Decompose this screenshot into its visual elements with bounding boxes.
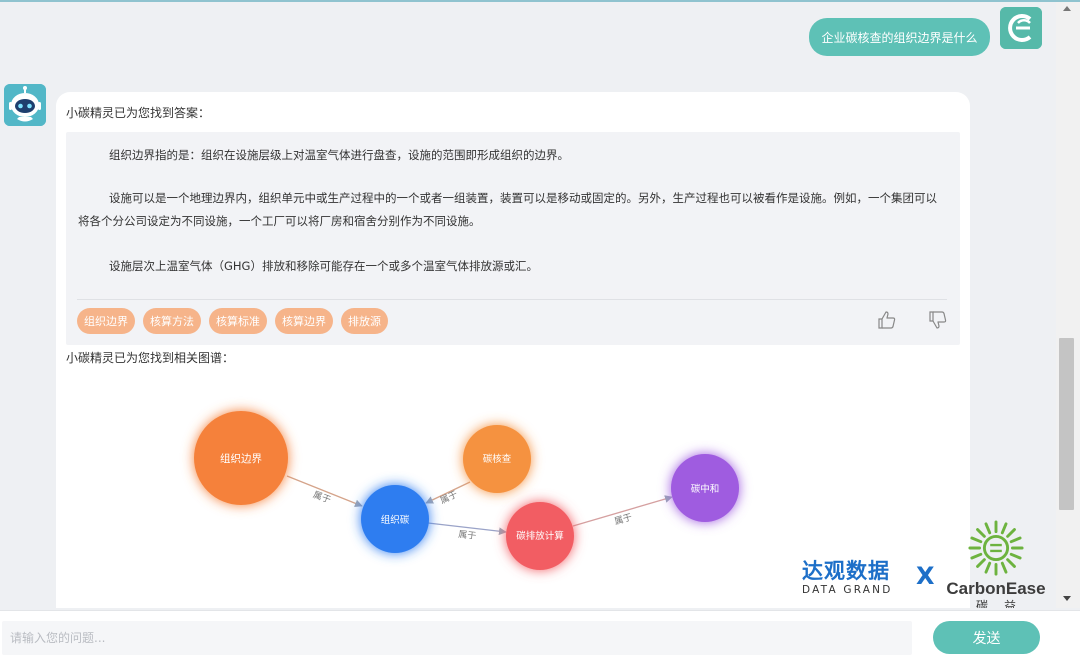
sun-ray: [970, 536, 983, 544]
sun-ray: [984, 561, 992, 574]
sun-ray: [970, 552, 983, 560]
carbonease-logo-cn: 碳益: [975, 599, 1032, 608]
datagrand-logo-cn: 达观数据: [802, 559, 890, 583]
sun-ray: [1000, 522, 1008, 535]
question-input[interactable]: [2, 621, 912, 655]
send-button[interactable]: 发送: [933, 621, 1040, 654]
graph-node[interactable]: [194, 411, 288, 505]
answer-title: 小碳精灵已为您找到答案：: [66, 106, 211, 120]
bot-avatar: [4, 84, 46, 126]
thumbs-up-icon[interactable]: [877, 310, 897, 330]
graph-edge-label: 属于: [613, 512, 633, 528]
logo-separator: X: [916, 562, 935, 590]
graph-nodes: 组织边界 碳核查 组织碳 碳排放计算 碳中和: [194, 411, 739, 570]
answer-paragraph: 设施层次上温室气体（GHG）排放和移除可能存在一个或多个温室气体排放源或汇。: [109, 259, 538, 273]
answer-paragraph: 组织边界指的是：组织在设施层级上对温室气体进行盘查，设施的范围即形成组织的边界。: [109, 148, 569, 162]
sun-ray: [1006, 528, 1016, 538]
graph-node-label: 碳中和: [691, 483, 720, 495]
carbonease-logo: CarbonEase 碳益: [946, 519, 1046, 608]
input-bar: 发送: [0, 610, 1080, 661]
datagrand-logo-en: DATA GRAND: [802, 584, 893, 596]
scroll-up-arrow-icon[interactable]: [1063, 6, 1071, 11]
carbonease-logo-en: CarbonEase: [946, 579, 1046, 598]
sun-ray: [1009, 552, 1022, 560]
vertical-scrollbar[interactable]: [1056, 2, 1080, 608]
sun-ray: [984, 522, 992, 535]
carbonease-sun-icon: [968, 520, 1024, 576]
tag-organization-boundary[interactable]: 组织边界: [77, 308, 135, 334]
tag-emission-source[interactable]: 排放源: [341, 308, 388, 334]
graph-node-label: 碳核查: [483, 453, 512, 465]
scroll-down-arrow-icon[interactable]: [1063, 596, 1071, 601]
graph-node-label: 组织边界: [220, 452, 262, 465]
related-tags: 组织边界 核算方法 核算标准 核算边界 排放源: [77, 308, 388, 334]
tag-accounting-boundary[interactable]: 核算边界: [275, 308, 333, 334]
sun-ray: [976, 528, 986, 538]
answer-paragraph: 设施可以是一个地理边界内，组织单元中或生产过程中的一个或者一组装置，装置可以是移…: [78, 191, 937, 228]
scroll-thumb[interactable]: [1059, 338, 1074, 510]
graph-node[interactable]: [671, 454, 739, 522]
sun-ray: [1006, 558, 1016, 568]
top-border: [0, 0, 1080, 2]
graph-edge: [427, 522, 507, 536]
graph-title: 小碳精灵已为您找到相关图谱：: [66, 351, 235, 365]
sun-ray: [976, 558, 986, 568]
sun-ray: [1009, 536, 1022, 544]
answer-divider: [77, 299, 947, 300]
user-message-text: 企业碳核查的组织边界是什么: [821, 30, 978, 45]
thumbs-down-icon[interactable]: [928, 310, 948, 330]
robot-icon: [4, 84, 46, 126]
graph-edge: [286, 475, 363, 508]
graph-edge: [425, 481, 471, 504]
user-avatar: [1000, 7, 1042, 49]
tag-accounting-standard[interactable]: 核算标准: [209, 308, 267, 334]
user-message-bubble: 企业碳核查的组织边界是什么: [809, 18, 990, 56]
graph-node-label: 组织碳: [381, 514, 410, 526]
datagrand-logo: 达观数据 DATA GRAND: [802, 555, 893, 596]
tag-accounting-method[interactable]: 核算方法: [143, 308, 201, 334]
graph-edge: [572, 495, 673, 527]
graph-node[interactable]: [361, 485, 429, 553]
graph-node[interactable]: [506, 502, 574, 570]
graph-node[interactable]: [463, 425, 531, 493]
chat-area: 企业碳核查的组织边界是什么 小碳精灵已为您找到答案： 组织边界指的是：组织在设施…: [0, 2, 1056, 608]
graph-edge-label: 属于: [458, 529, 477, 542]
sun-ray: [1000, 561, 1008, 574]
graph-node-label: 碳排放计算: [516, 530, 564, 542]
carbonease-mini-icon: [1000, 7, 1042, 49]
graph-edge-label: 属于: [312, 489, 333, 505]
knowledge-graph: 属于 属于 属于 属于 组织边界 碳核查 组织碳 碳排放计算 碳中和: [194, 411, 739, 570]
